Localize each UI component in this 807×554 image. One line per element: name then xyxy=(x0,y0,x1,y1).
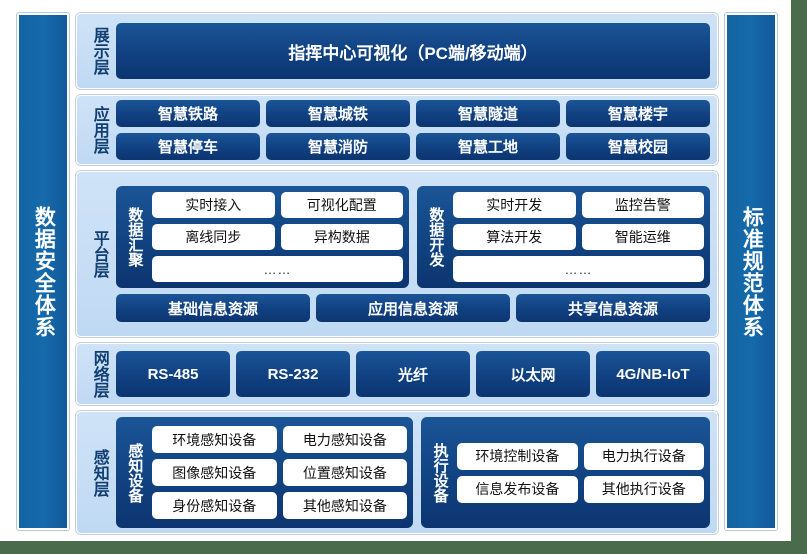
development-item-intelligent-ops[interactable]: 智能运维 xyxy=(581,224,704,250)
platform-group-data-development: 数据开发 实时开发 监控告警 算法开发 智能运维 xyxy=(417,186,710,288)
layer-display-body: 指挥中心可视化（PC端/移动端） xyxy=(116,19,710,83)
layer-platform: 平台层 数据汇聚 实时接入 可视化配置 离线同步 xyxy=(76,171,718,337)
resource-item-shared-info[interactable]: 共享信息资源 xyxy=(516,294,710,322)
app-item-smart-tunnel[interactable]: 智慧隧道 xyxy=(416,100,560,127)
platform-group-development-items: 实时开发 监控告警 算法开发 智能运维 …… xyxy=(453,192,704,282)
aggregation-item-more[interactable]: …… xyxy=(152,256,403,282)
actuator-item-other[interactable]: 其他执行设备 xyxy=(583,475,704,503)
diagram-page: 数据安全体系 展示层 指挥中心可视化（PC端/移动端） 应用层 智慧铁路 xyxy=(0,0,791,541)
layer-application: 应用层 智慧铁路 智慧城铁 智慧隧道 智慧楼宇 智慧停车 智慧消防 智慧工地 智… xyxy=(76,95,718,165)
perception-group-actuator-label: 执行设备 xyxy=(431,442,449,503)
right-pillar-label: 标准规范体系 xyxy=(740,205,764,338)
layer-application-label: 应用层 xyxy=(90,106,108,154)
development-item-monitoring-alarm[interactable]: 监控告警 xyxy=(581,192,704,218)
network-item-rs485[interactable]: RS-485 xyxy=(116,351,230,397)
layer-stack: 展示层 指挥中心可视化（PC端/移动端） 应用层 智慧铁路 智慧城铁 智慧隧道 … xyxy=(76,13,718,534)
actuator-item-info-release[interactable]: 信息发布设备 xyxy=(457,475,578,503)
app-item-smart-building[interactable]: 智慧楼宇 xyxy=(566,100,710,127)
layer-display: 展示层 指挥中心可视化（PC端/移动端） xyxy=(76,13,718,89)
layer-network-label: 网络层 xyxy=(90,350,108,398)
aggregation-item-realtime-access[interactable]: 实时接入 xyxy=(152,192,275,218)
app-item-smart-construction-site[interactable]: 智慧工地 xyxy=(416,133,560,160)
actuator-item-environment-control[interactable]: 环境控制设备 xyxy=(457,442,578,470)
network-item-rs232[interactable]: RS-232 xyxy=(236,351,350,397)
platform-group-data-aggregation: 数据汇聚 实时接入 可视化配置 离线同步 异构数据 xyxy=(116,186,409,288)
network-item-ethernet[interactable]: 以太网 xyxy=(476,351,590,397)
application-row-1: 智慧铁路 智慧城铁 智慧隧道 智慧楼宇 xyxy=(116,100,710,127)
aggregation-item-visual-config[interactable]: 可视化配置 xyxy=(280,192,403,218)
sensing-item-location[interactable]: 位置感知设备 xyxy=(282,459,408,486)
aggregation-item-heterogeneous-data[interactable]: 异构数据 xyxy=(280,224,403,250)
perception-group-sensing-items: 环境感知设备 电力感知设备 图像感知设备 位置感知设备 身份感知设备 其他感知设… xyxy=(152,423,408,522)
development-item-realtime-development[interactable]: 实时开发 xyxy=(453,192,576,218)
perception-group-actuator-items: 环境控制设备 电力执行设备 信息发布设备 其他执行设备 xyxy=(457,423,704,522)
network-item-4g-nbiot[interactable]: 4G/NB-IoT xyxy=(596,351,710,397)
development-item-more[interactable]: …… xyxy=(453,256,704,282)
left-pillar-data-security: 数据安全体系 xyxy=(17,13,69,530)
perception-group-container: 感知设备 环境感知设备 电力感知设备 图像感知设备 位置感知设备 xyxy=(116,417,710,528)
development-row-3: …… xyxy=(453,256,704,282)
platform-group-container: 数据汇聚 实时接入 可视化配置 离线同步 异构数据 xyxy=(116,186,710,288)
actuator-row-2: 信息发布设备 其他执行设备 xyxy=(457,475,704,503)
platform-resource-row: 基础信息资源 应用信息资源 共享信息资源 xyxy=(116,294,710,322)
sensing-item-image[interactable]: 图像感知设备 xyxy=(152,459,277,486)
sensing-item-other[interactable]: 其他感知设备 xyxy=(282,492,408,519)
sensing-item-identity[interactable]: 身份感知设备 xyxy=(152,492,277,519)
perception-group-sensing-devices: 感知设备 环境感知设备 电力感知设备 图像感知设备 位置感知设备 xyxy=(116,417,414,528)
right-pillar-standards: 标准规范体系 xyxy=(725,13,777,530)
layer-perception: 感知层 感知设备 环境感知设备 电力感知设备 图像感知设备 xyxy=(76,411,718,534)
sensing-row-3: 身份感知设备 其他感知设备 xyxy=(152,492,408,519)
application-row-2: 智慧停车 智慧消防 智慧工地 智慧校园 xyxy=(116,133,710,160)
perception-group-actuator-devices: 执行设备 环境控制设备 电力执行设备 信息发布设备 其他执行设备 xyxy=(421,417,710,528)
app-item-smart-railway[interactable]: 智慧铁路 xyxy=(116,100,260,127)
platform-group-aggregation-label: 数据汇聚 xyxy=(126,207,144,267)
aggregation-row-2: 离线同步 异构数据 xyxy=(152,224,403,250)
sensing-item-power[interactable]: 电力感知设备 xyxy=(282,426,408,453)
sensing-item-environment[interactable]: 环境感知设备 xyxy=(152,426,277,453)
development-item-algorithm-development[interactable]: 算法开发 xyxy=(453,224,576,250)
aggregation-row-3: …… xyxy=(152,256,403,282)
layer-network: 网络层 RS-485 RS-232 光纤 以太网 4G/NB-IoT xyxy=(76,343,718,405)
network-item-fiber[interactable]: 光纤 xyxy=(356,351,470,397)
app-item-smart-campus[interactable]: 智慧校园 xyxy=(566,133,710,160)
aggregation-row-1: 实时接入 可视化配置 xyxy=(152,192,403,218)
development-row-2: 算法开发 智能运维 xyxy=(453,224,704,250)
aggregation-item-offline-sync[interactable]: 离线同步 xyxy=(152,224,275,250)
layer-network-body: RS-485 RS-232 光纤 以太网 4G/NB-IoT xyxy=(116,349,710,399)
actuator-row-1: 环境控制设备 电力执行设备 xyxy=(457,442,704,470)
sensing-row-2: 图像感知设备 位置感知设备 xyxy=(152,459,408,486)
network-row: RS-485 RS-232 光纤 以太网 4G/NB-IoT xyxy=(116,351,710,397)
app-item-smart-parking[interactable]: 智慧停车 xyxy=(116,133,260,160)
layer-perception-label: 感知层 xyxy=(90,448,108,497)
resource-item-application-info[interactable]: 应用信息资源 xyxy=(316,294,510,322)
display-row: 指挥中心可视化（PC端/移动端） xyxy=(116,23,710,79)
platform-group-aggregation-items: 实时接入 可视化配置 离线同步 异构数据 …… xyxy=(152,192,403,282)
display-item-command-center[interactable]: 指挥中心可视化（PC端/移动端） xyxy=(116,23,710,79)
layer-platform-body: 数据汇聚 实时接入 可视化配置 离线同步 异构数据 xyxy=(116,177,710,331)
resource-item-basic-info[interactable]: 基础信息资源 xyxy=(116,294,310,322)
app-item-smart-firefighting[interactable]: 智慧消防 xyxy=(266,133,410,160)
left-pillar-label: 数据安全体系 xyxy=(32,205,56,338)
app-item-smart-urban-rail[interactable]: 智慧城铁 xyxy=(266,100,410,127)
actuator-item-power-execution[interactable]: 电力执行设备 xyxy=(583,442,704,470)
layer-perception-body: 感知设备 环境感知设备 电力感知设备 图像感知设备 位置感知设备 xyxy=(116,417,710,528)
sensing-row-1: 环境感知设备 电力感知设备 xyxy=(152,426,408,453)
perception-group-sensing-label: 感知设备 xyxy=(126,442,144,503)
layer-platform-label: 平台层 xyxy=(90,230,108,278)
platform-group-development-label: 数据开发 xyxy=(427,207,445,267)
development-row-1: 实时开发 监控告警 xyxy=(453,192,704,218)
architecture-diagram: 数据安全体系 展示层 指挥中心可视化（PC端/移动端） 应用层 智慧铁路 xyxy=(17,13,777,534)
layer-display-label: 展示层 xyxy=(90,27,108,75)
layer-application-body: 智慧铁路 智慧城铁 智慧隧道 智慧楼宇 智慧停车 智慧消防 智慧工地 智慧校园 xyxy=(116,100,710,160)
